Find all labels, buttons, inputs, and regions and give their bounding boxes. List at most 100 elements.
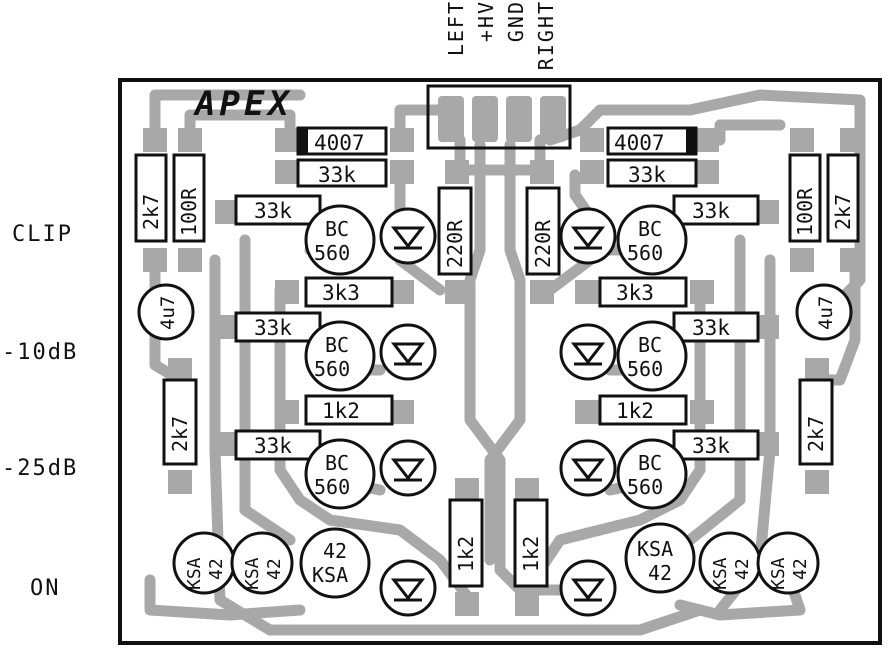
svg-text:560: 560	[314, 241, 350, 265]
svg-text:KSA: KSA	[184, 557, 205, 590]
resistor-1k2: 1k2	[598, 394, 688, 426]
resistor-33k: 33k	[234, 194, 322, 226]
resistor-33k: 33k	[234, 311, 322, 343]
svg-text:560: 560	[314, 357, 350, 381]
svg-text:4007: 4007	[614, 131, 665, 155]
copper-traces	[144, 89, 866, 636]
svg-text:BC: BC	[638, 333, 662, 357]
svg-text:KSA: KSA	[710, 557, 731, 590]
resistor-33k: 33k	[296, 158, 388, 188]
capacitor-4u7: 4u7	[795, 283, 853, 341]
resistor-1k2: 1k2	[448, 498, 484, 588]
transistor-ksa42: KSA 42	[624, 522, 696, 594]
svg-text:KSA: KSA	[768, 557, 789, 590]
pin-label-right: RIGHT	[534, 0, 558, 71]
pin-label-hv: +HV	[474, 0, 498, 43]
svg-text:100R: 100R	[177, 187, 201, 236]
pin-label-gnd: GND	[504, 0, 528, 43]
resistor-33k: 33k	[672, 194, 760, 226]
svg-text:33k: 33k	[254, 199, 292, 223]
svg-text:1k2: 1k2	[454, 536, 478, 572]
svg-text:560: 560	[627, 241, 663, 265]
svg-text:1k2: 1k2	[322, 399, 360, 423]
svg-text:BC: BC	[325, 217, 349, 241]
resistor-33k: 33k	[606, 158, 698, 188]
svg-text:42: 42	[264, 558, 285, 580]
svg-text:220R: 220R	[443, 219, 467, 268]
led	[379, 207, 617, 617]
label-clip: CLIP	[12, 222, 73, 247]
transistor-bc560: BC 560	[616, 438, 688, 510]
svg-text:33k: 33k	[254, 316, 292, 340]
svg-text:42: 42	[648, 561, 672, 585]
svg-text:KSA: KSA	[242, 557, 263, 590]
resistor-3k3: 3k3	[304, 276, 394, 308]
svg-text:BC: BC	[638, 451, 662, 475]
resistor-33k: 33k	[672, 429, 760, 461]
svg-text:33k: 33k	[254, 434, 292, 458]
resistor-1k2: 1k2	[304, 394, 394, 426]
svg-text:3k3: 3k3	[616, 281, 654, 305]
diode-right: 4007	[606, 126, 698, 156]
transistor-ksa42: KSA 42	[756, 531, 820, 595]
resistor-2k7: 2k7	[798, 378, 834, 466]
resistor-2k7: 2k7	[134, 153, 168, 243]
svg-text:2k7: 2k7	[139, 194, 163, 230]
pads	[143, 96, 864, 616]
svg-text:4u7: 4u7	[815, 296, 837, 330]
svg-text:42: 42	[732, 558, 753, 580]
resistor-220r: 220R	[437, 186, 473, 276]
svg-text:560: 560	[627, 475, 663, 499]
svg-text:33k: 33k	[318, 163, 356, 187]
transistor-ksa42: 42 KSA	[299, 527, 371, 599]
label-minus25db: -25dB	[2, 456, 79, 481]
svg-text:42: 42	[206, 558, 227, 580]
svg-text:BC: BC	[325, 333, 349, 357]
svg-text:100R: 100R	[793, 187, 817, 236]
resistor-2k7: 2k7	[826, 153, 860, 243]
resistor-3k3: 3k3	[598, 276, 688, 308]
svg-text:KSA: KSA	[312, 563, 348, 587]
transistor-bc560: BC 560	[616, 204, 688, 276]
transistor-bc560: BC 560	[616, 320, 688, 392]
svg-text:4007: 4007	[314, 131, 365, 155]
svg-text:33k: 33k	[692, 316, 730, 340]
capacitor-4u7: 4u7	[137, 283, 195, 341]
svg-text:33k: 33k	[692, 199, 730, 223]
svg-text:4u7: 4u7	[157, 296, 179, 330]
transistor-bc560: BC 560	[304, 438, 376, 510]
svg-text:33k: 33k	[692, 434, 730, 458]
transistor-ksa42: KSA 42	[172, 531, 236, 595]
svg-text:560: 560	[314, 475, 350, 499]
power-connector	[426, 84, 572, 150]
resistor-1k2: 1k2	[513, 498, 549, 588]
svg-text:2k7: 2k7	[168, 416, 192, 452]
transistor-bc560: BC 560	[304, 204, 376, 276]
svg-text:42: 42	[323, 539, 347, 563]
brand-logo: APEX	[193, 84, 293, 124]
svg-text:560: 560	[627, 357, 663, 381]
svg-text:BC: BC	[638, 217, 662, 241]
resistor-100r: 100R	[172, 153, 206, 243]
svg-text:2k7: 2k7	[831, 194, 855, 230]
svg-text:1k2: 1k2	[519, 536, 543, 572]
diode-left: 4007	[296, 126, 388, 156]
pin-label-left: LEFT	[444, 0, 468, 57]
svg-text:220R: 220R	[531, 219, 555, 268]
resistor-2k7: 2k7	[162, 378, 198, 466]
transistor-ksa42: KSA 42	[230, 531, 294, 595]
svg-text:33k: 33k	[628, 163, 666, 187]
svg-text:2k7: 2k7	[804, 416, 828, 452]
label-on: ON	[30, 576, 61, 601]
svg-text:3k3: 3k3	[322, 281, 360, 305]
transistor-ksa42: KSA 42	[698, 531, 762, 595]
resistor-220r: 220R	[525, 186, 561, 276]
resistor-33k: 33k	[234, 429, 322, 461]
svg-text:BC: BC	[325, 451, 349, 475]
resistor-33k: 33k	[672, 311, 760, 343]
svg-text:42: 42	[790, 558, 811, 580]
transistor-bc560: BC 560	[304, 320, 376, 392]
label-minus10db: -10dB	[2, 340, 79, 365]
svg-text:KSA: KSA	[637, 537, 673, 561]
